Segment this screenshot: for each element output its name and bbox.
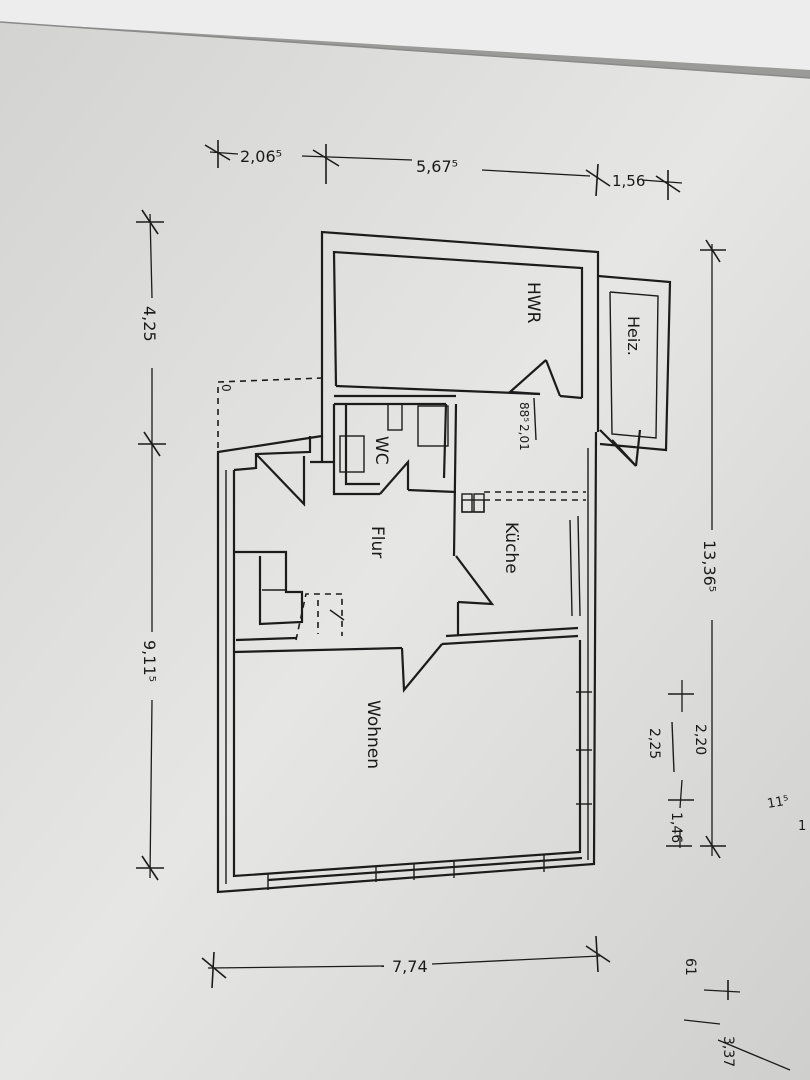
dimension-lines	[136, 140, 791, 1071]
dim-label-right-small: 1,46	[668, 812, 684, 843]
dim-label-top-right: 1,56	[612, 172, 645, 190]
dim-label-top-left: 2,06⁵	[240, 147, 282, 166]
dim-label-left-total: 9,11⁵	[140, 640, 159, 682]
room-label-flur: Flur	[367, 526, 387, 558]
top-paper-edge	[0, 0, 810, 70]
room-label-wc: WC	[371, 436, 391, 465]
window-size-top: 88⁵	[517, 402, 531, 422]
dim-label-margin-a: 11⁵	[766, 793, 790, 812]
dim-label-right-window-bottom: 2,25	[646, 728, 662, 759]
dim-label-margin-c: 61	[682, 958, 698, 976]
room-label-wohnen: Wohnen	[363, 700, 383, 769]
door-swings	[217, 359, 642, 693]
paper-sheet	[0, 22, 810, 1080]
dim-label-left-upper: 4,25	[140, 306, 159, 342]
dim-label-margin-b: 1	[798, 819, 806, 834]
room-label-hwr: HWR	[523, 282, 543, 324]
door-mark-label: 0	[219, 384, 233, 392]
window-size-bottom: 2,01	[517, 424, 531, 451]
dim-label-margin-d: 3,37	[720, 1036, 736, 1067]
room-label-kueche: Küche	[501, 522, 521, 574]
dim-label-right-window-top: 2,20	[692, 724, 708, 755]
room-label-heiz: Heiz.	[624, 316, 643, 356]
dim-label-bottom-width: 7,74	[392, 957, 428, 976]
walls	[216, 230, 672, 894]
dim-label-right-total: 13,36⁵	[700, 540, 719, 592]
dim-label-top-middle: 5,67⁵	[416, 157, 458, 176]
